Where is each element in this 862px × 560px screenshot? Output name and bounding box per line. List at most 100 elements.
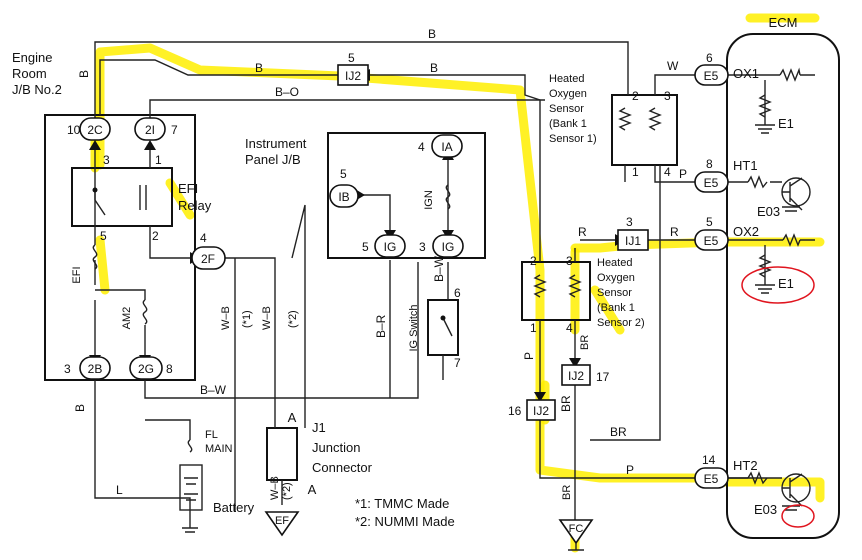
efi-relay-label-1: EFI: [178, 181, 198, 196]
ig-switch-box: [427, 299, 459, 356]
connector-E5-ht1-label: E5: [704, 176, 719, 190]
sensor2-label-3: Sensor: [597, 287, 632, 299]
pin-label: 1: [632, 165, 639, 179]
connector-IB-label: IB: [338, 190, 349, 204]
wire-label: R: [670, 225, 679, 239]
pin-label: 5: [100, 229, 107, 243]
pin-label: 7: [171, 123, 178, 137]
connector-IJ2-top: [337, 64, 369, 86]
ipjb-title-line2: Panel J/B: [245, 152, 301, 167]
wire-label: BR: [561, 485, 573, 500]
sensor1-label-3: Sensor: [549, 103, 584, 115]
pin-label: 4: [418, 140, 425, 154]
connector-A-top: A: [288, 410, 297, 425]
ecm-box: [726, 33, 840, 539]
wire-label: L: [116, 483, 123, 497]
connector-IJ1: [617, 229, 649, 251]
sensor1-label-5: Sensor 1): [549, 133, 597, 145]
pin-label: 2: [530, 254, 537, 268]
jb2-title-line2: Room: [12, 66, 47, 81]
pin-label: 3: [64, 362, 71, 376]
connector-IJ1-label: IJ1: [625, 234, 641, 248]
connector-A-bottom: A: [308, 482, 317, 497]
ecm-title: ECM: [769, 15, 798, 30]
pin-label: 1: [155, 153, 162, 167]
connector-2F-label: 2F: [201, 252, 215, 266]
ecm-term-e1a: E1: [778, 116, 794, 131]
connector-badges: 2C 2I 2F 2B 2G IA IB IG IG IJ2 IJ1 IJ2 I…: [79, 64, 729, 535]
j1-label-3: Connector: [312, 460, 373, 475]
connector-IG-left-label: IG: [384, 240, 397, 254]
jb2-title-line3: J/B No.2: [12, 82, 62, 97]
pin-label: 3: [664, 89, 671, 103]
connector-E5-ht1: [694, 171, 729, 193]
wire-labels: B B B B B B–O W P R R BR BR BR BR P P B–…: [73, 27, 687, 500]
wire-label: B: [77, 70, 91, 78]
sensor1-label-2: Oxygen: [549, 88, 587, 100]
connector-FC-label: FC: [569, 523, 584, 535]
j1-label-2: Junction: [312, 440, 360, 455]
pin-label: 8: [706, 157, 713, 171]
pin-label: 5: [362, 240, 369, 254]
battery-label: Battery: [213, 500, 255, 515]
wires: [94, 41, 815, 520]
connector-EF-label: EF: [275, 515, 289, 527]
pin-label: 5: [348, 51, 355, 65]
sensor1-box: [611, 94, 678, 166]
fuses-and-switches: [92, 184, 453, 453]
connector-IJ2-left-label: IJ2: [533, 404, 549, 418]
am2-fuse-label: AM2: [121, 307, 133, 330]
connector-IG-left: [374, 234, 406, 258]
wire-label: W–B: [261, 306, 273, 330]
connector-2G-label: 2G: [138, 362, 154, 376]
connector-IG-right-label: IG: [442, 240, 455, 254]
engine-room-jb-no2-box: [44, 114, 196, 381]
wire-label: BR: [579, 335, 591, 350]
pin-label: 6: [454, 286, 461, 300]
wire-label: W: [667, 59, 679, 73]
connector-IJ2-right: [561, 364, 591, 386]
pin-label: 2: [632, 89, 639, 103]
wire-label: B–O: [275, 85, 299, 99]
pin-label: 16: [508, 404, 522, 418]
pin-label: 6: [706, 51, 713, 65]
pin-label: 17: [596, 370, 610, 384]
connector-2I-label: 2I: [145, 123, 155, 137]
red-circle-e1: [741, 266, 815, 304]
connector-IA: [431, 134, 463, 158]
wire-label: B: [73, 404, 87, 412]
pin-label: 2: [152, 229, 159, 243]
ecm-term-ht2: HT2: [733, 458, 758, 473]
fl-main-label-1: FL: [205, 429, 218, 441]
wire-label: B: [428, 27, 436, 41]
pin-label: 3: [566, 254, 573, 268]
wire-label: R: [578, 225, 587, 239]
pin-label: 3: [103, 153, 110, 167]
pin-label: 3: [626, 215, 633, 229]
sensor2-label-5: Sensor 2): [597, 317, 645, 329]
wire-label: B: [255, 61, 263, 75]
ecm-term-e03a: E03: [757, 204, 780, 219]
wire-label: W–B: [269, 476, 281, 500]
pin-label: 5: [340, 167, 347, 181]
ecm-term-e1b: E1: [778, 276, 794, 291]
connector-E5-ox1: [694, 64, 729, 86]
ecm-term-e03b: E03: [754, 502, 777, 517]
sensor2-box: [521, 261, 591, 321]
battery-symbol: [179, 464, 203, 533]
footnote-nummi: *2: NUMMI Made: [355, 514, 455, 529]
pin-label: 10: [67, 123, 81, 137]
wire-label: (*2): [281, 482, 293, 500]
pin-numbers: 10 7 3 1 5 2 4 3 8 4 5 5 3 6 7 5 2 3 1 4…: [64, 51, 716, 467]
instrument-panel-jb-box: [327, 132, 486, 259]
efi-fuse-label: EFI: [71, 266, 83, 283]
connector-E5-ht2: [694, 467, 729, 489]
connector-IJ2-right-label: IJ2: [568, 369, 584, 383]
ecm-term-ox1: OX1: [733, 66, 759, 81]
ipjb-title-line1: Instrument: [245, 136, 307, 151]
pin-label: 3: [419, 240, 426, 254]
sensor2-label-1: Heated: [597, 257, 632, 269]
pin-label: 4: [200, 231, 207, 245]
wire-label: P: [522, 352, 536, 360]
